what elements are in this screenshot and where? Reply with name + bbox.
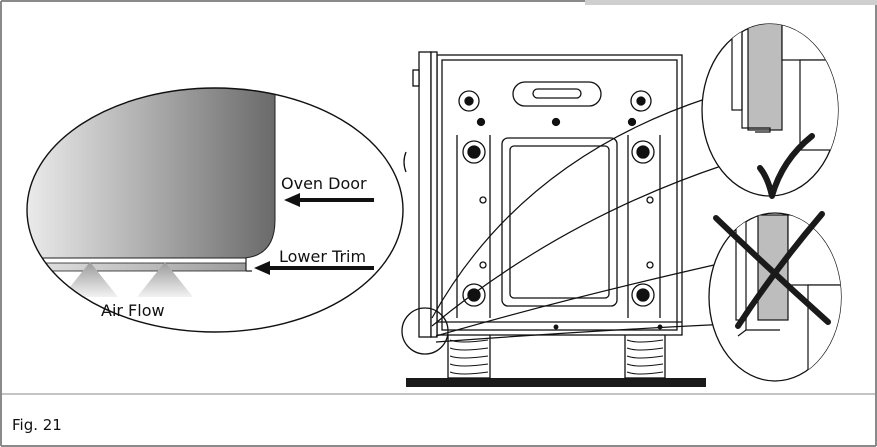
figure-caption: Fig. 21 bbox=[12, 416, 62, 434]
air-flow-label: Air Flow bbox=[101, 301, 165, 320]
oven-door-label: Oven Door bbox=[281, 174, 367, 193]
correct-detail-callout bbox=[701, 23, 839, 199]
callout-connectors bbox=[431, 97, 731, 343]
cross-mark-icon bbox=[713, 211, 831, 329]
air-flow-arrow-icon bbox=[62, 262, 118, 297]
incorrect-detail-callout bbox=[708, 211, 842, 382]
door-detail-callout bbox=[26, 87, 404, 333]
oven-side-view bbox=[401, 51, 706, 387]
air-flow-arrow-icon bbox=[137, 262, 193, 297]
check-mark-icon bbox=[757, 133, 815, 199]
pointer-arrow-icon bbox=[284, 193, 374, 207]
pointer-arrow-icon bbox=[254, 261, 374, 275]
lower-trim-label: Lower Trim bbox=[279, 247, 367, 266]
